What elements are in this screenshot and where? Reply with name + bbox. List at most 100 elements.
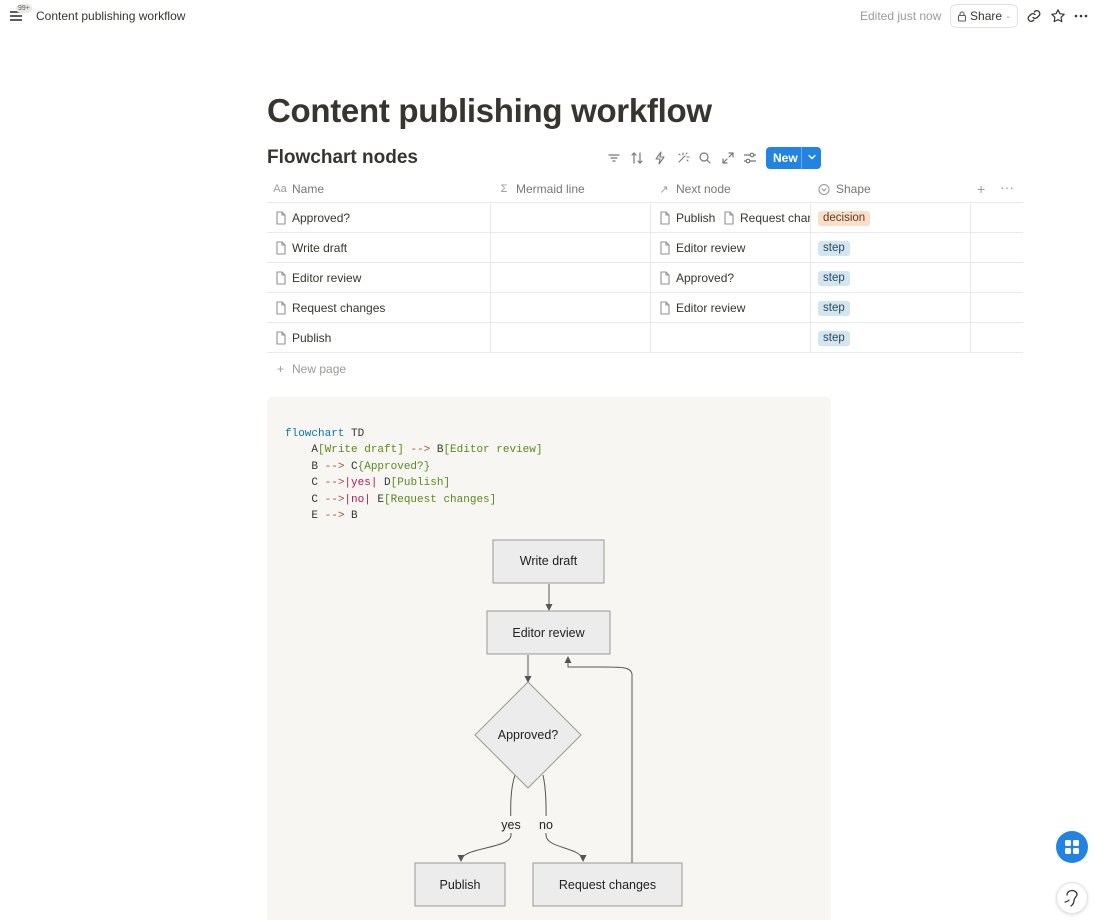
add-property-icon[interactable]: + — [977, 181, 986, 197]
page-icon — [276, 301, 286, 315]
shape-cell[interactable]: step — [811, 233, 971, 263]
page-icon — [276, 241, 286, 255]
table-row[interactable]: Approved? Publish Request changes decisi… — [267, 203, 1023, 233]
table-row[interactable]: Editor review Approved? step — [267, 263, 1023, 293]
star-icon[interactable] — [1050, 8, 1066, 24]
shape-tag: step — [818, 271, 850, 286]
breadcrumb-title[interactable]: Content publishing workflow — [36, 9, 186, 23]
column-header-shape[interactable]: Shape — [817, 182, 871, 196]
shape-cell[interactable]: step — [811, 263, 971, 293]
node-write-draft — [492, 539, 605, 584]
next-node-cell[interactable]: Approved? — [651, 263, 811, 293]
page-icon — [660, 211, 670, 225]
edge-label-yes: yes — [501, 818, 520, 832]
new-page-button[interactable]: + New page — [277, 362, 346, 376]
edge-changes-to-review — [564, 656, 633, 863]
next-node-cell[interactable]: Editor review — [651, 233, 811, 263]
apps-fab-button[interactable] — [1056, 831, 1088, 863]
edge-approved-no — [542, 774, 587, 862]
new-button-label: New — [773, 151, 798, 165]
chevron-down-icon[interactable] — [807, 152, 817, 162]
more-icon[interactable]: ··· — [1000, 179, 1014, 195]
database-title[interactable]: Flowchart nodes — [267, 147, 418, 168]
relation-link[interactable]: Request changes — [740, 211, 810, 225]
new-button-divider — [801, 147, 802, 169]
shape-cell[interactable]: decision — [811, 203, 971, 233]
edge-label-no: no — [539, 818, 553, 832]
database-table: Aa Name Σ Mermaid line ↗ Next node Shape… — [267, 176, 1023, 376]
mermaid-line-cell[interactable] — [491, 233, 651, 263]
select-icon — [818, 183, 830, 195]
column-header-next-node[interactable]: ↗ Next node — [657, 182, 730, 196]
node-publish-label: Publish — [440, 878, 481, 892]
node-request-changes — [532, 862, 683, 907]
shape-tag: step — [818, 301, 850, 316]
node-approved — [474, 681, 582, 789]
page-icon — [276, 211, 286, 225]
mermaid-code-block[interactable]: flowchart TD A[Write draft] --> B[Editor… — [267, 397, 831, 920]
shape-cell[interactable]: step — [811, 323, 971, 353]
help-icon — [1064, 889, 1078, 907]
row-name: Request changes — [292, 301, 386, 315]
name-cell[interactable]: Editor review — [267, 263, 491, 293]
next-node-cell[interactable]: Editor review — [651, 293, 811, 323]
next-node-cell[interactable] — [651, 323, 811, 353]
name-cell[interactable]: Request changes — [267, 293, 491, 323]
page-icon — [660, 301, 670, 315]
settings-sliders-icon[interactable] — [742, 150, 758, 166]
row-name: Write draft — [292, 241, 348, 255]
ai-icon[interactable] — [675, 150, 691, 166]
column-header-name[interactable]: Aa Name — [273, 182, 325, 196]
page-title[interactable]: Content publishing workflow — [267, 92, 712, 129]
new-page-label: New page — [292, 362, 347, 376]
filter-icon[interactable] — [606, 150, 622, 166]
top-bar: 99+ Content publishing workflow Edited j… — [0, 0, 1095, 32]
row-name: Publish — [292, 331, 332, 345]
lock-icon — [957, 10, 967, 22]
mermaid-line-cell[interactable] — [491, 323, 651, 353]
node-write-draft-label: Write draft — [520, 554, 578, 568]
expand-icon[interactable] — [720, 150, 736, 166]
node-editor-review-label: Editor review — [512, 626, 585, 640]
name-cell[interactable]: Publish — [267, 323, 491, 353]
link-icon[interactable] — [1026, 8, 1042, 24]
share-button[interactable]: Share ⌄ — [950, 4, 1018, 28]
relation-link[interactable]: Editor review — [676, 241, 746, 255]
grid-icon — [1073, 840, 1079, 846]
plus-icon: + — [277, 362, 285, 376]
edge-label-no-bg — [535, 816, 557, 833]
help-button[interactable] — [1056, 882, 1088, 914]
flowchart-diagram: Write draft Editor review Approved? yes … — [414, 539, 683, 907]
relation-link[interactable]: Publish — [676, 211, 716, 225]
table-row[interactable]: Request changes Editor review step — [267, 293, 1023, 323]
name-cell[interactable]: Approved? — [267, 203, 491, 233]
shape-tag: decision — [818, 211, 871, 226]
mermaid-line-cell[interactable] — [491, 293, 651, 323]
page-icon — [724, 211, 734, 225]
new-button[interactable]: New — [766, 147, 821, 169]
automation-icon[interactable] — [652, 150, 668, 166]
shape-cell[interactable]: step — [811, 293, 971, 323]
name-cell[interactable]: Write draft — [267, 233, 491, 263]
node-request-changes-label: Request changes — [559, 878, 656, 892]
column-header-mermaid-line[interactable]: Σ Mermaid line — [497, 182, 585, 196]
sidebar-menu-button[interactable] — [8, 8, 24, 24]
sort-icon[interactable] — [629, 150, 645, 166]
table-row[interactable]: Publish step — [267, 323, 1023, 353]
page-icon — [276, 331, 286, 345]
relation-link[interactable]: Approved? — [676, 271, 735, 285]
notification-badge: 99+ — [16, 4, 32, 13]
mermaid-line-cell[interactable] — [491, 203, 651, 233]
search-icon[interactable] — [697, 150, 713, 166]
mermaid-line-cell[interactable] — [491, 263, 651, 293]
shape-tag: step — [818, 241, 850, 256]
mermaid-source[interactable]: flowchart TD A[Write draft] --> B[Editor… — [285, 428, 543, 523]
more-icon[interactable] — [1073, 8, 1089, 24]
node-publish — [414, 862, 506, 907]
table-row[interactable]: Write draft Editor review step — [267, 233, 1023, 263]
relation-link[interactable]: Editor review — [676, 301, 746, 315]
chevron-down-icon: ⌄ — [1005, 13, 1011, 20]
page-icon — [660, 271, 670, 285]
edge-label-yes-bg — [498, 816, 524, 833]
next-node-cell[interactable]: Publish Request changes — [651, 203, 811, 233]
